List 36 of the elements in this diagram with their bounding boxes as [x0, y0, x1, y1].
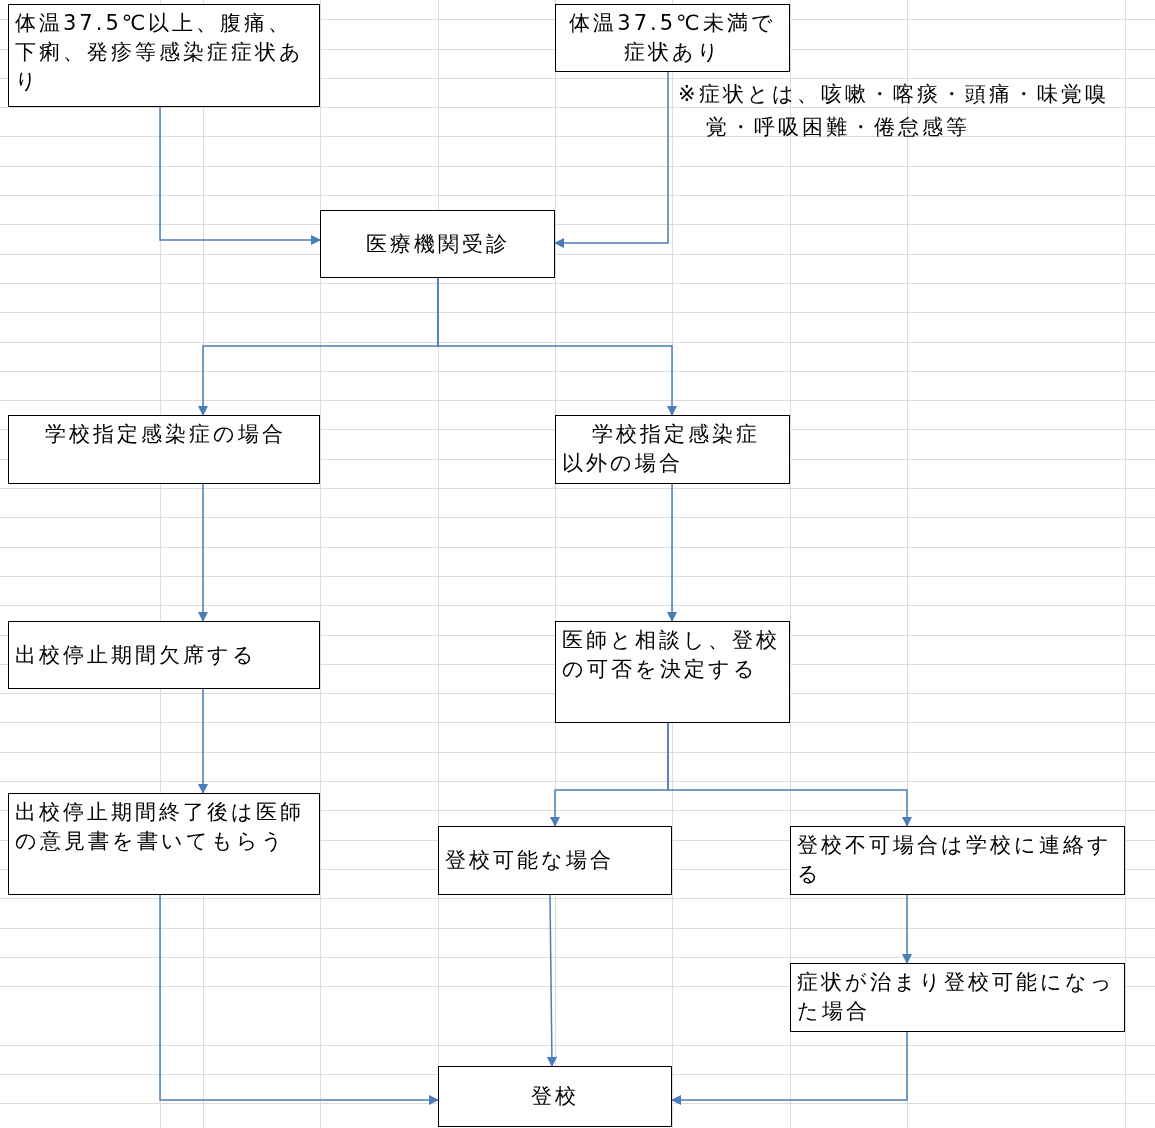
node-text: 学校指定感染症以外の場合 — [562, 421, 761, 477]
node-text: 出校停止期間終了後は医師の意見書を書いてもらう — [15, 800, 304, 853]
arrow — [670, 1031, 908, 1106]
note-text: ※症状とは、咳嗽・喀痰・頭痛・味覚嗅覚・呼吸困難・倦怠感等 — [678, 81, 1110, 141]
node-text: 登校不可場合は学校に連絡する — [797, 833, 1112, 886]
condition-box — [790, 963, 1125, 1032]
arrow — [546, 894, 558, 1068]
arrow — [666, 483, 678, 623]
arrow — [667, 722, 913, 828]
node-text: 医師と相談し、登校の可否を決定する — [562, 628, 780, 681]
end-box — [438, 1066, 672, 1127]
condition-box — [555, 415, 790, 484]
node-text: 登校 — [531, 1083, 579, 1110]
arrow — [197, 483, 209, 623]
node-text: 登校可能な場合 — [445, 847, 614, 874]
process-box — [8, 793, 320, 895]
node-text: 症状が治まり登校可能になった場合 — [797, 970, 1115, 1023]
node-text: 体温37.5℃以上、腹痛、下痢、発疹等感染症症状あり — [15, 11, 304, 93]
arrow — [553, 71, 669, 249]
process-box — [320, 210, 555, 278]
process-box — [555, 621, 790, 723]
arrow — [437, 277, 678, 417]
condition-box — [438, 826, 672, 895]
condition-box — [8, 4, 320, 107]
condition-box — [8, 415, 320, 484]
process-box — [790, 826, 1125, 895]
arrow — [197, 688, 209, 795]
node-text: 学校指定感染症の場合 — [44, 421, 287, 448]
arrow — [901, 894, 913, 965]
process-box — [8, 621, 320, 689]
node-text: 医療機関受診 — [365, 230, 510, 258]
condition-box — [555, 4, 790, 72]
arrow — [159, 894, 440, 1106]
arrow — [159, 106, 322, 246]
node-text: 出校停止期間欠席する — [15, 641, 257, 669]
node-text: 体温37.5℃未満で症状あり — [568, 10, 777, 66]
